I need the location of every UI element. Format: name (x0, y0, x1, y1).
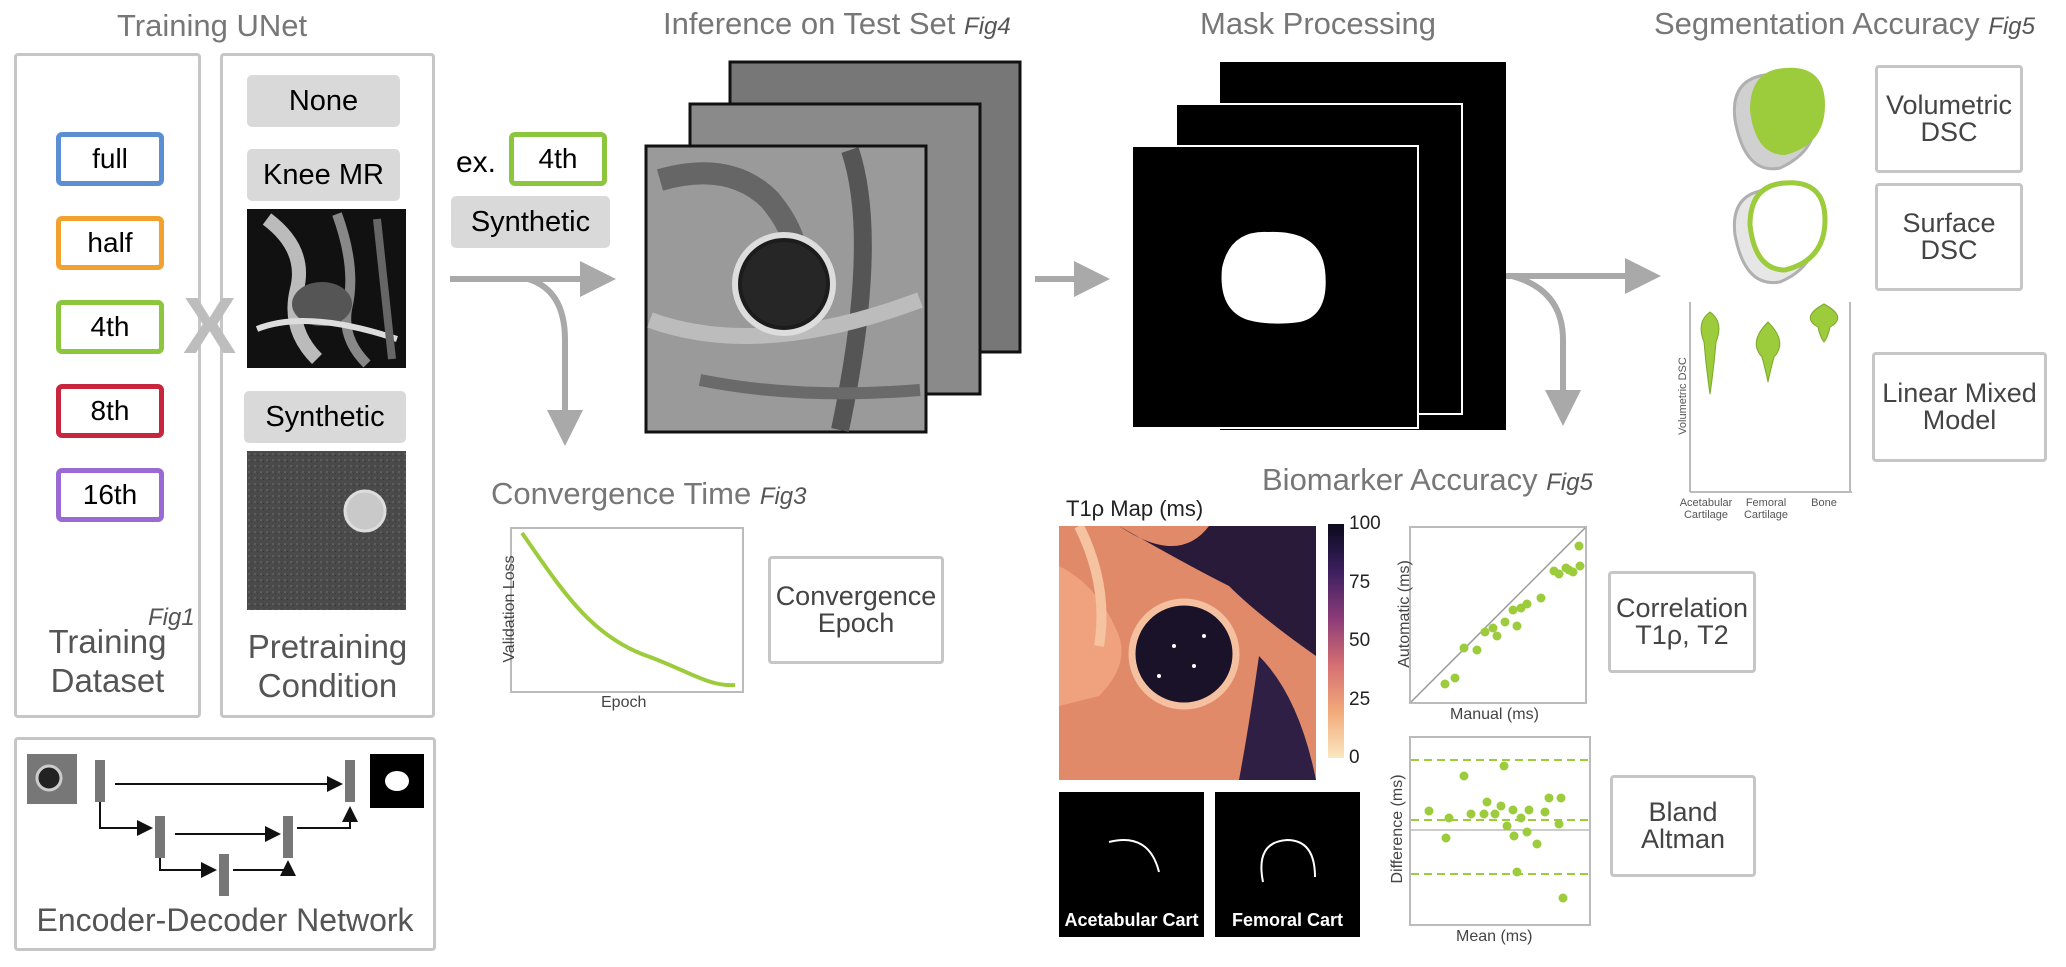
correlation-scatter (1409, 526, 1587, 704)
mask-stack (1130, 60, 1510, 436)
inference-title: Inference on Test Set Fig4 (663, 6, 1011, 42)
inference-title-text: Inference on Test Set (663, 6, 955, 41)
correlation-text: Correlation T1ρ, T2 (1616, 595, 1748, 649)
colorbar-tick-25: 25 (1349, 689, 1370, 711)
convergence-epoch-box: Convergence Epoch (768, 556, 944, 664)
surface-dsc-text: Surface DSC (1902, 210, 1995, 264)
fig3-tag: Fig3 (760, 483, 807, 510)
colorbar-tick-0: 0 (1349, 747, 1360, 769)
colorbar-tick-50: 50 (1349, 630, 1370, 652)
colorbar-tick-100: 100 (1349, 513, 1381, 535)
linear-mixed-model-text: Linear Mixed Model (1882, 380, 2037, 434)
violin-cat-acetabular: Acetabular Cartilage (1678, 497, 1734, 521)
fig5-tag-seg: Fig5 (1988, 13, 2035, 40)
colorbar (1328, 524, 1344, 758)
convergence-plot (510, 527, 744, 693)
acetabular-crop-label: Acetabular Cart (1059, 910, 1204, 931)
scatter-ylabel: Automatic (ms) (1396, 539, 1414, 689)
violin-cat-femoral: Femoral Cartilage (1738, 497, 1794, 521)
segmentation-title-text: Segmentation Accuracy (1654, 6, 1980, 41)
surface-dsc-box: Surface DSC (1875, 183, 2023, 291)
dsc-shapes (1725, 60, 1835, 290)
biomarker-title-text: Biomarker Accuracy (1262, 462, 1538, 497)
convergence-epoch-text: Convergence Epoch (776, 583, 937, 637)
convergence-xlabel: Epoch (601, 694, 646, 712)
segmentation-title: Segmentation Accuracy Fig5 (1654, 6, 2035, 42)
ba-xlabel: Mean (ms) (1456, 928, 1532, 946)
volumetric-dsc-box: Volumetric DSC (1875, 65, 2023, 173)
t1rho-map-label: T1ρ Map (ms) (1066, 496, 1203, 522)
fig5-tag-bio: Fig5 (1546, 469, 1593, 496)
bland-altman-plot (1409, 736, 1591, 926)
convergence-title: Convergence Time Fig3 (491, 476, 807, 512)
ba-ylabel: Difference (ms) (1389, 754, 1407, 904)
violin-cat-bone: Bone (1796, 497, 1852, 509)
t1rho-map-image (1059, 526, 1316, 780)
bland-altman-text: Bland Altman (1641, 799, 1725, 853)
convergence-ylabel: Validation Loss (501, 539, 519, 679)
scatter-xlabel: Manual (ms) (1450, 706, 1539, 724)
violin-ylabel: Volumetric DSC (1677, 351, 1689, 441)
biomarker-title: Biomarker Accuracy Fig5 (1262, 462, 1593, 498)
correlation-box: Correlation T1ρ, T2 (1608, 571, 1756, 673)
violin-plot (1688, 302, 1852, 494)
colorbar-tick-75: 75 (1349, 572, 1370, 594)
linear-mixed-model-box: Linear Mixed Model (1872, 352, 2047, 462)
fig4-tag: Fig4 (964, 13, 1011, 40)
bland-altman-box: Bland Altman (1610, 775, 1756, 877)
mri-stack (640, 60, 1025, 436)
mask-title: Mask Processing (1200, 6, 1436, 42)
femoral-crop-label: Femoral Cart (1215, 910, 1360, 931)
convergence-title-text: Convergence Time (491, 476, 751, 511)
volumetric-dsc-text: Volumetric DSC (1886, 92, 2012, 146)
